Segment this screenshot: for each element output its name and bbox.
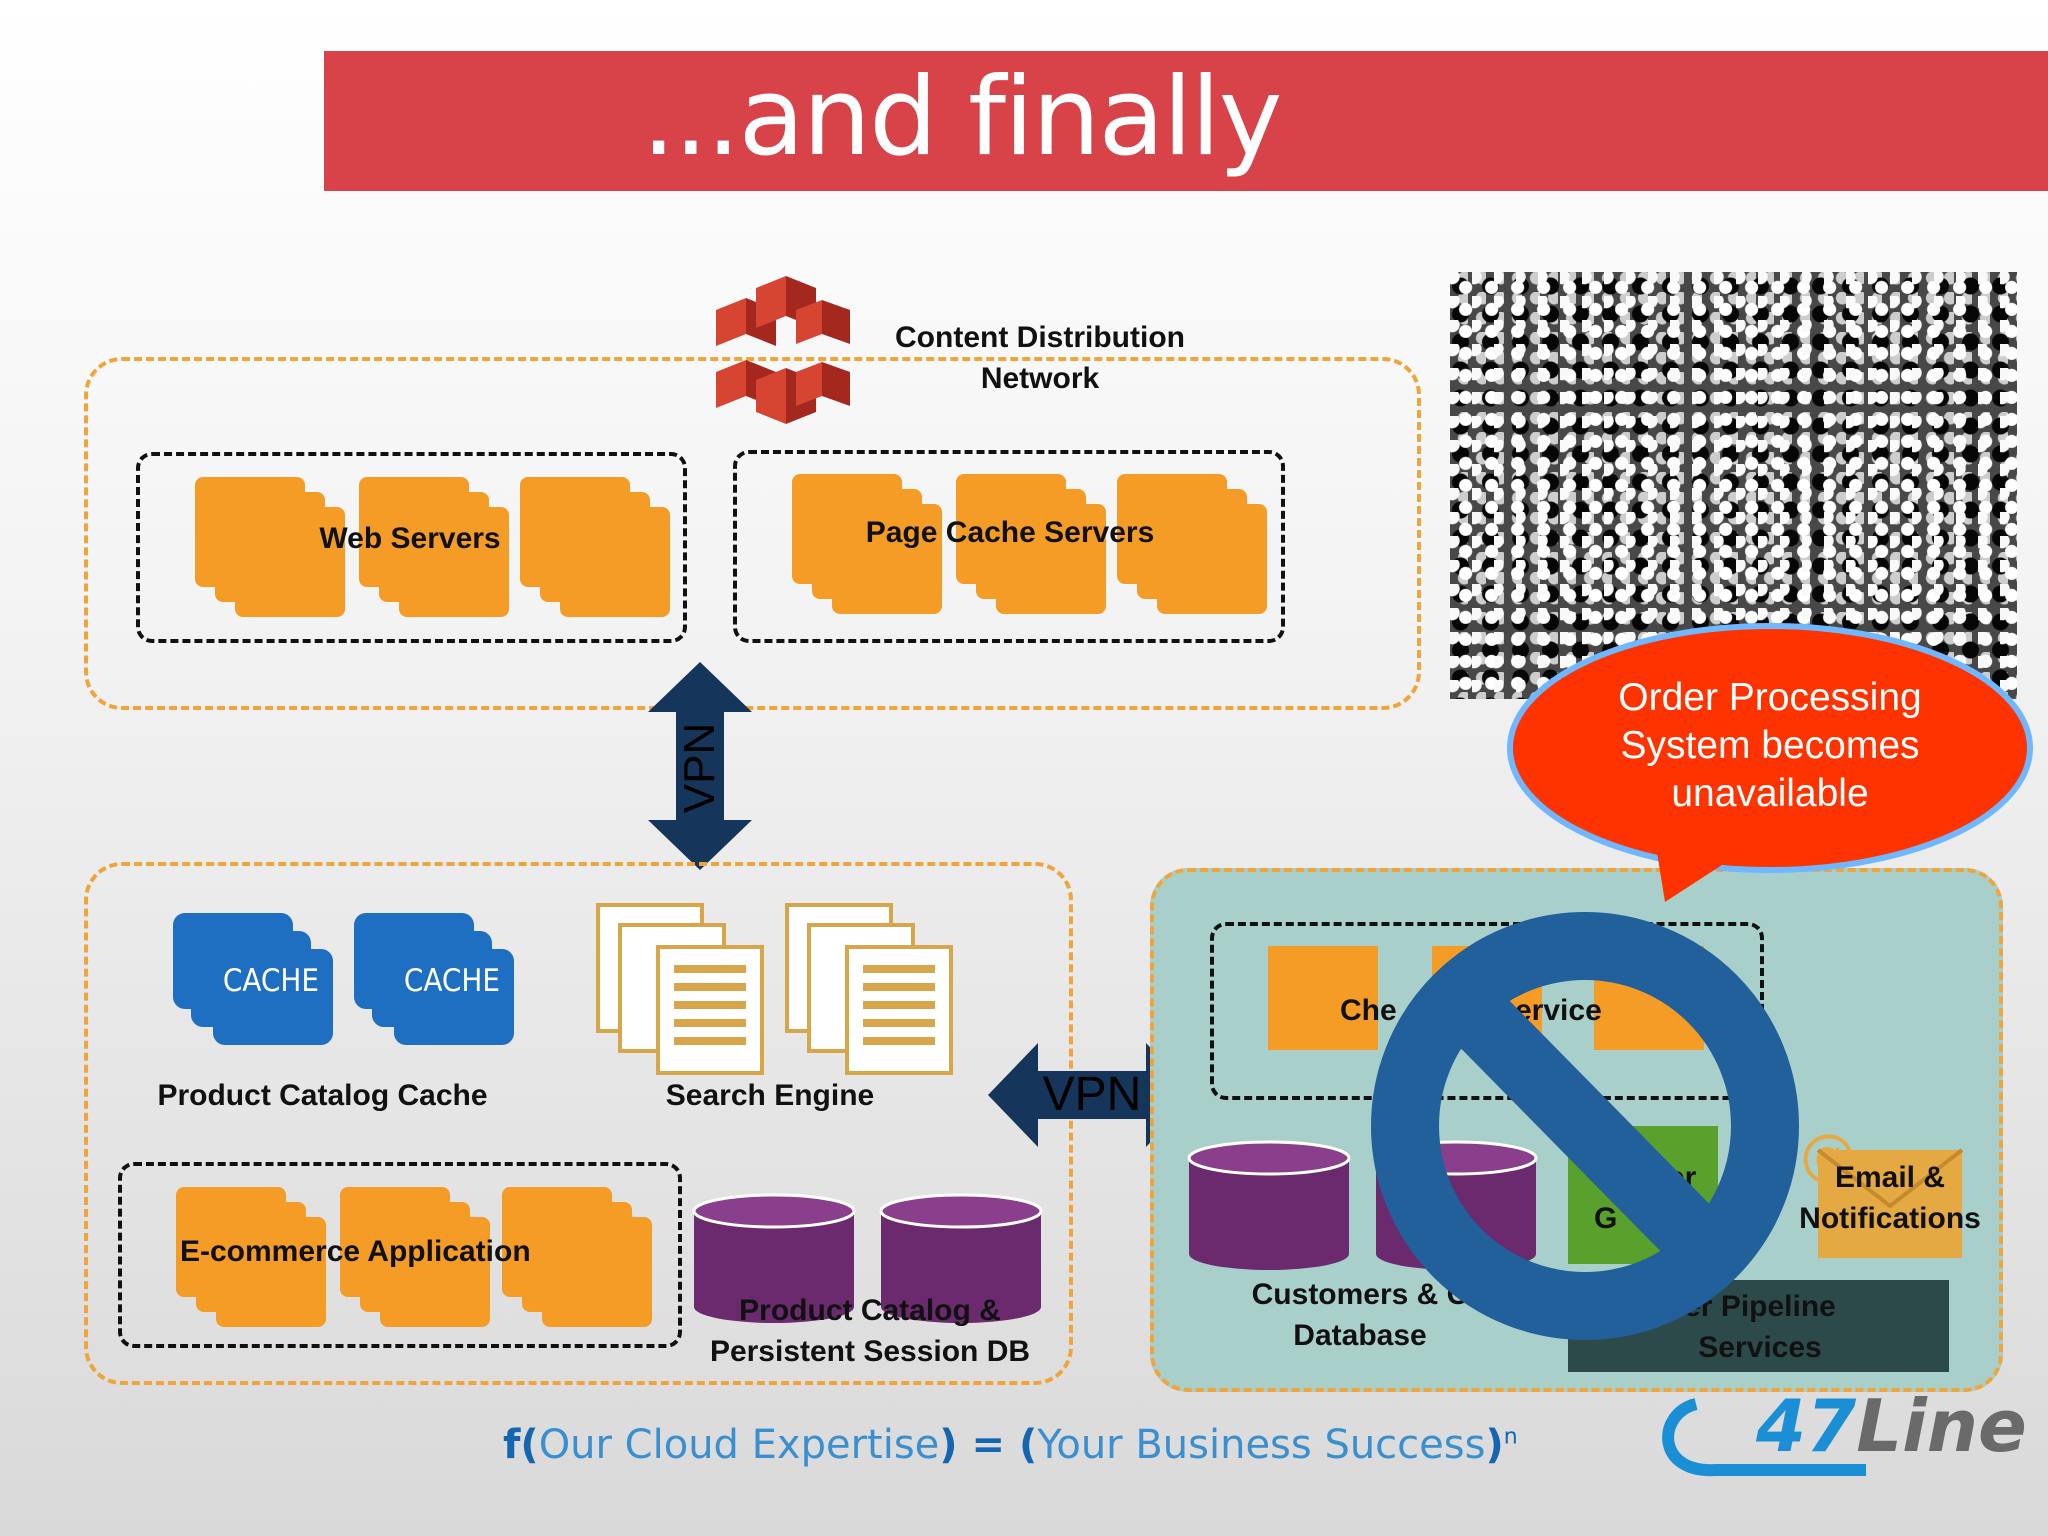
checkout-server-1 — [1268, 946, 1378, 1050]
vpn-horizontal-label: VPN — [1042, 1068, 1142, 1121]
page-cache-group — [733, 450, 1285, 643]
page-cache-stack-1 — [792, 474, 942, 624]
vpn-vertical-label: VPN — [675, 722, 724, 814]
company-logo: 47Line — [1656, 1384, 2027, 1484]
web-servers-label: Web Servers — [319, 522, 501, 555]
ecommerce-group — [118, 1162, 682, 1348]
footer-formula: f(Our Cloud Expertise) = (Your Business … — [503, 1422, 1518, 1468]
ecommerce-stack-1 — [176, 1187, 326, 1337]
email-icon: @ — [1800, 1123, 1964, 1258]
product-catalog-db-label: Product Catalog & Persistent Session DB — [709, 1294, 1031, 1368]
ecommerce-label: E-commerce Application — [180, 1235, 531, 1268]
ecommerce-stack-3 — [502, 1187, 652, 1337]
ecommerce-stack-2 — [340, 1187, 490, 1337]
title-bar: ...and finally — [324, 51, 2048, 191]
customers-db-label: Customers & C Database — [1251, 1278, 1469, 1352]
product-catalog-db-2 — [879, 1193, 1043, 1323]
callout-text: Order Processing System becomes unavaila… — [1618, 676, 1922, 815]
crowd-photo — [1450, 272, 2017, 699]
vpn-vertical-arrow — [648, 662, 752, 870]
product-catalog-cache-label: Product Catalog Cache — [157, 1079, 488, 1112]
search-engine-icon-2 — [785, 903, 955, 1083]
cache-icon-group-1: CACHE — [173, 913, 353, 1073]
unavailable-block-icon — [1371, 912, 1799, 1340]
page-cache-stack-2 — [956, 474, 1106, 624]
web-server-stack-2 — [359, 477, 509, 627]
generator-label-left: G — [1594, 1202, 1618, 1235]
checkout-label-left: Che — [1340, 994, 1397, 1027]
callout-bubble — [1507, 623, 2033, 902]
page-cache-label: Page Cache Servers — [865, 516, 1155, 549]
web-server-stack-1 — [195, 477, 345, 627]
email-label: Email & Notifications — [1799, 1161, 1981, 1235]
vpn-horizontal-arrow — [988, 1043, 1196, 1147]
product-catalog-db-1 — [692, 1193, 856, 1323]
slide-title: ...and finally — [641, 55, 1282, 180]
cache-icon: CACHE — [213, 949, 333, 1045]
customers-db-1 — [1187, 1140, 1351, 1270]
search-engine-icon-1 — [596, 903, 766, 1083]
page-cache-stack-3 — [1117, 474, 1267, 624]
app-tier-box — [84, 862, 1073, 1385]
logo-text: 47Line — [1756, 1384, 2027, 1468]
search-engine-label: Search Engine — [665, 1079, 875, 1112]
cdn-label: Content Distribution Network — [895, 321, 1185, 395]
web-server-stack-3 — [520, 477, 670, 627]
web-tier-box — [84, 357, 1421, 710]
web-servers-group — [136, 452, 687, 643]
cache-icon-group-2: CACHE — [354, 913, 534, 1073]
cdn-icon — [716, 276, 850, 424]
cache-icon: CACHE — [394, 949, 514, 1045]
